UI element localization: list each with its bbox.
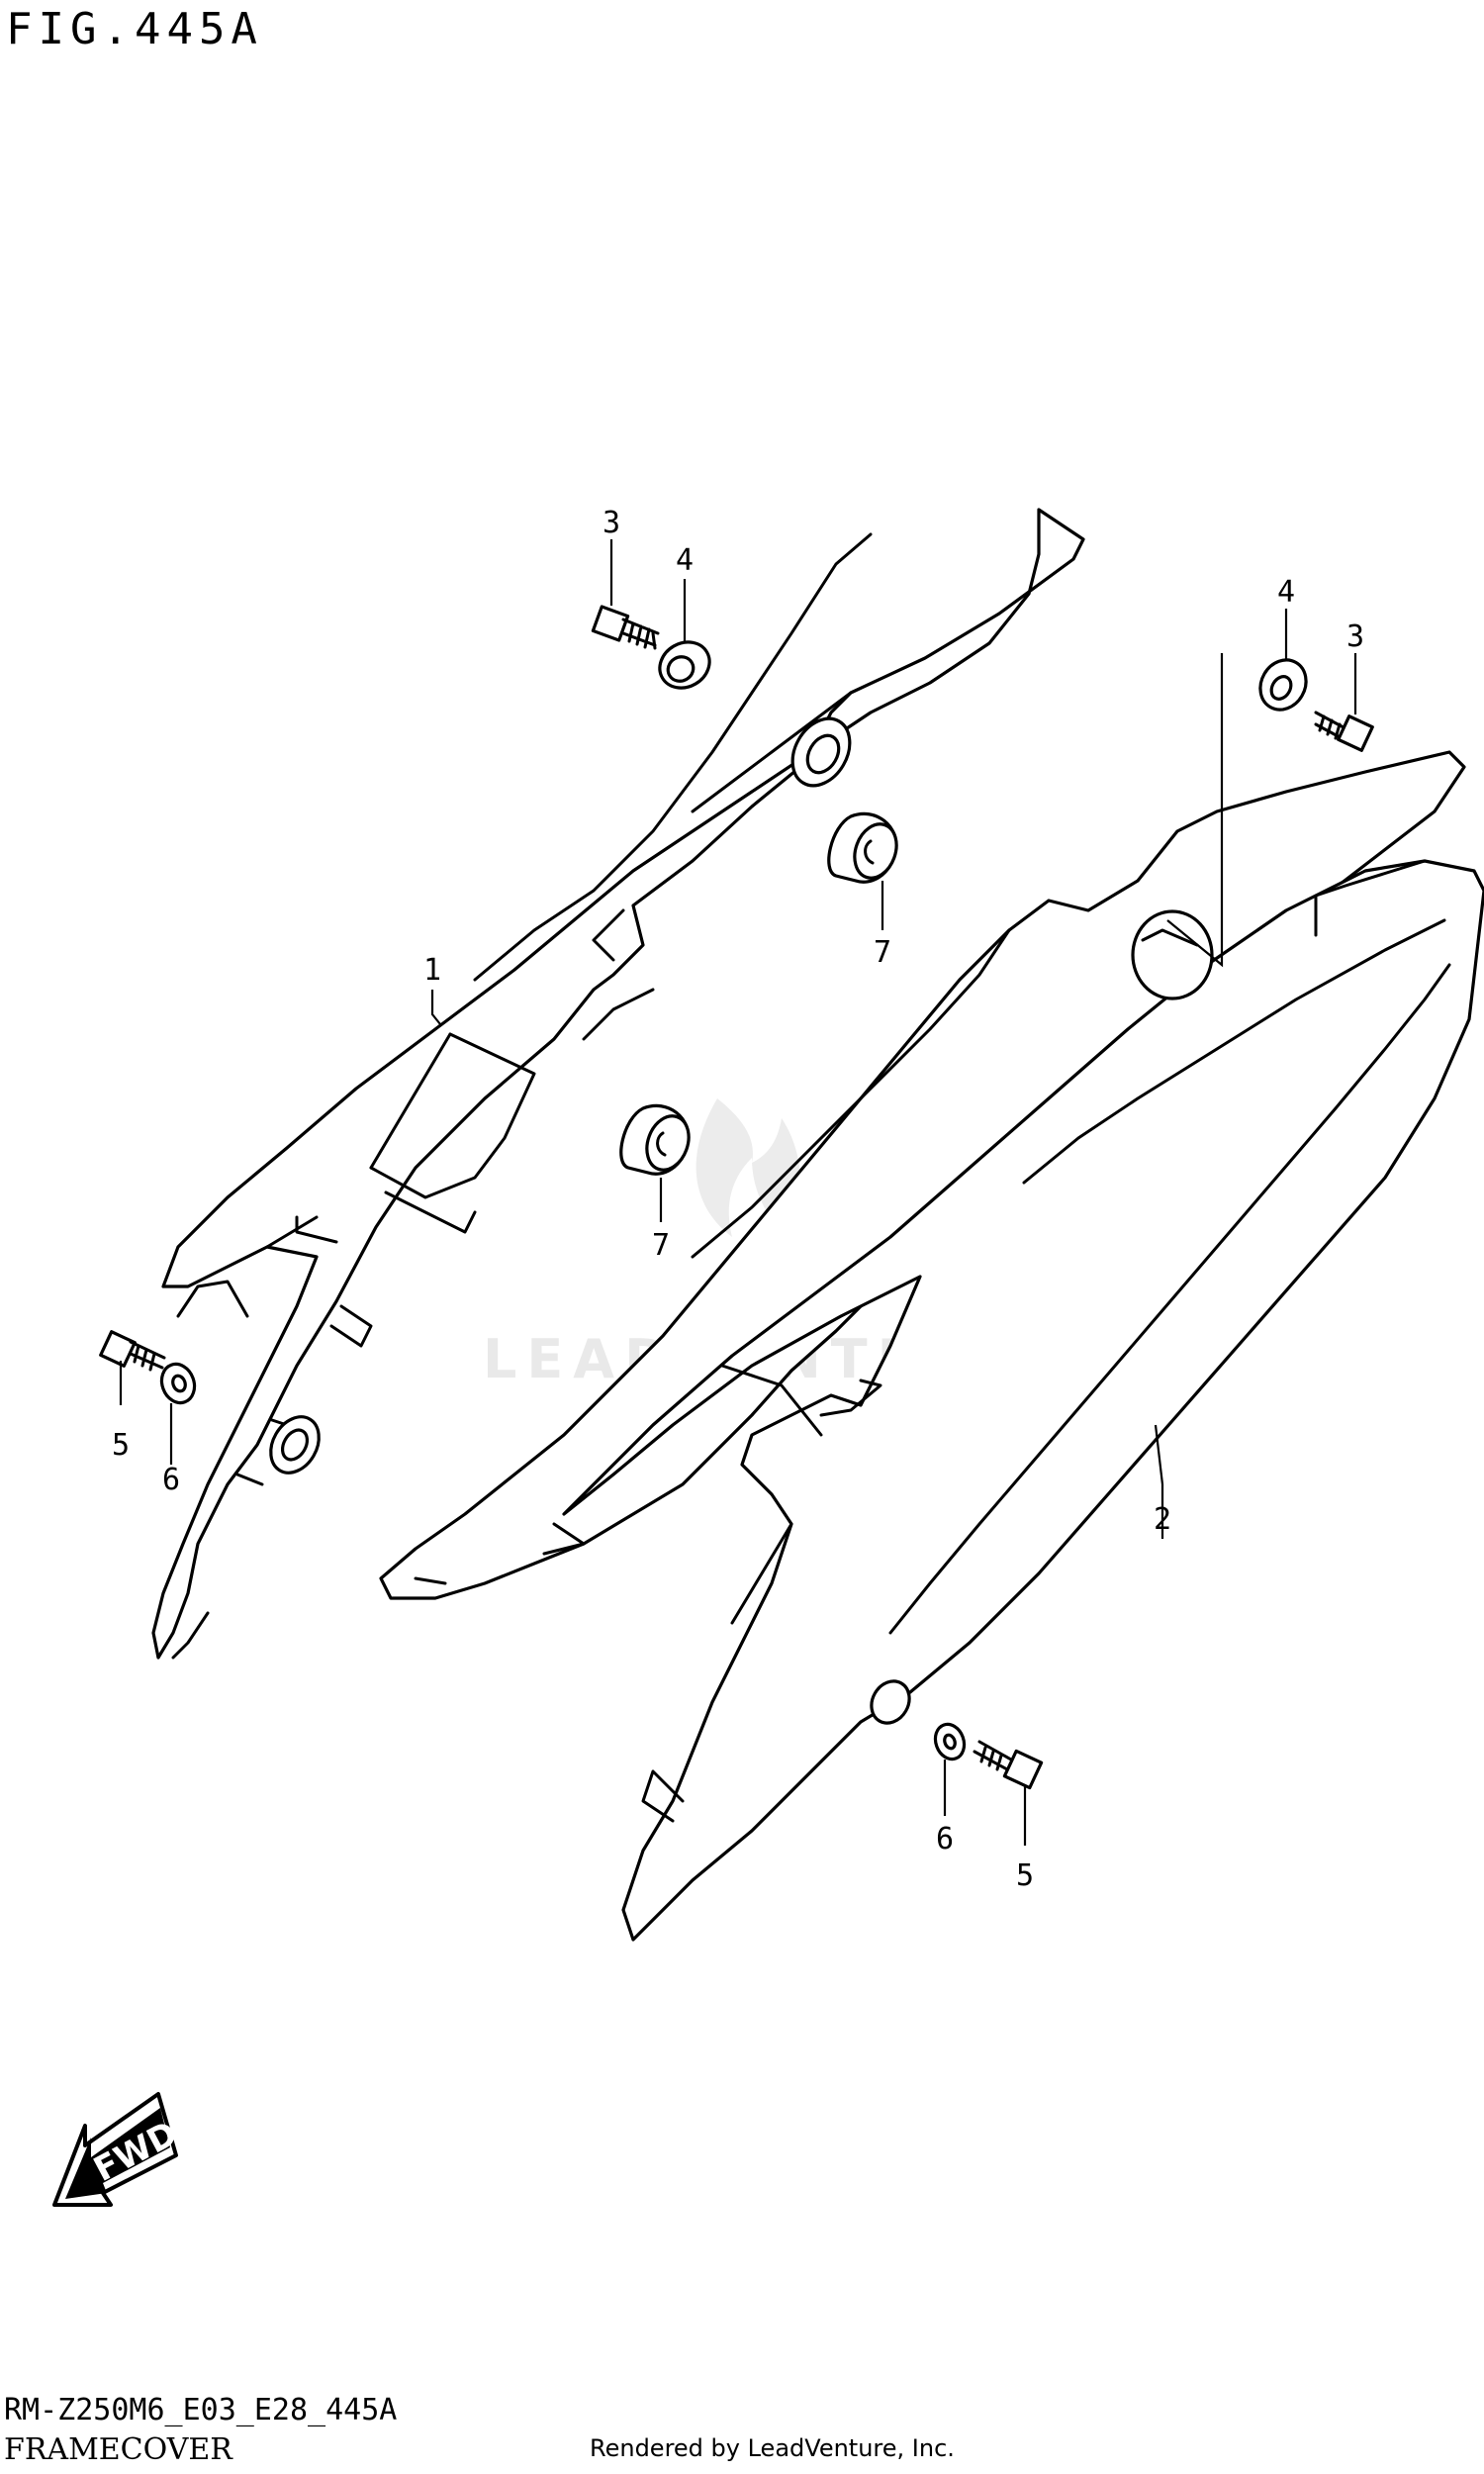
callout-1: 1: [423, 953, 441, 988]
callout-6-left: 6: [162, 1463, 180, 1497]
figure-title: FIG.445A: [6, 4, 263, 54]
bolt-3-left[interactable]: [591, 605, 660, 650]
section-name: FRAMECOVER: [4, 2432, 232, 2467]
callout-2: 2: [1154, 1502, 1171, 1537]
collar-7-upper[interactable]: [827, 811, 904, 884]
leader-grommet-right: [1166, 653, 1224, 968]
callout-numbers: 1 2 3 4 4 3 5 6 7 7 6 5: [112, 506, 1364, 1893]
leader-1: [430, 990, 441, 1025]
callout-7-lower: 7: [652, 1228, 670, 1263]
bolt-5-right[interactable]: [973, 1740, 1044, 1790]
callout-7-upper: 7: [874, 935, 891, 970]
callout-3-right: 3: [1346, 619, 1364, 654]
leader-2: [1154, 1424, 1164, 1539]
grommet-4-left[interactable]: [651, 633, 717, 697]
washer-6-left[interactable]: [156, 1360, 200, 1408]
bolt-5-left[interactable]: [99, 1330, 166, 1372]
callout-6-right: 6: [936, 1822, 954, 1856]
callout-5-left: 5: [112, 1428, 130, 1463]
callout-4-right: 4: [1277, 575, 1295, 610]
bolt-3-right[interactable]: [1314, 711, 1374, 752]
collar-7-lower[interactable]: [619, 1103, 696, 1176]
rendered-by-credit: Rendered by LeadVenture, Inc.: [590, 2434, 955, 2462]
part-2-grommet-hole: [1131, 909, 1214, 1000]
callout-5-right: 5: [1016, 1858, 1034, 1893]
leader-lines: [119, 539, 1357, 1846]
part-2-lower-hole: [870, 1679, 911, 1725]
fwd-arrow-icon: FWD: [52, 2092, 184, 2207]
part-1-left-frame-cover[interactable]: [151, 508, 1085, 1660]
callout-4-left: 4: [676, 543, 694, 578]
washer-6-right[interactable]: [931, 1720, 970, 1762]
grommet-4-right[interactable]: [1252, 651, 1315, 717]
model-code: RM-Z250M6_E03_E28_445A: [4, 2393, 398, 2427]
part-2-right-frame-cover[interactable]: [379, 750, 1484, 1942]
callout-3-left: 3: [603, 506, 620, 540]
